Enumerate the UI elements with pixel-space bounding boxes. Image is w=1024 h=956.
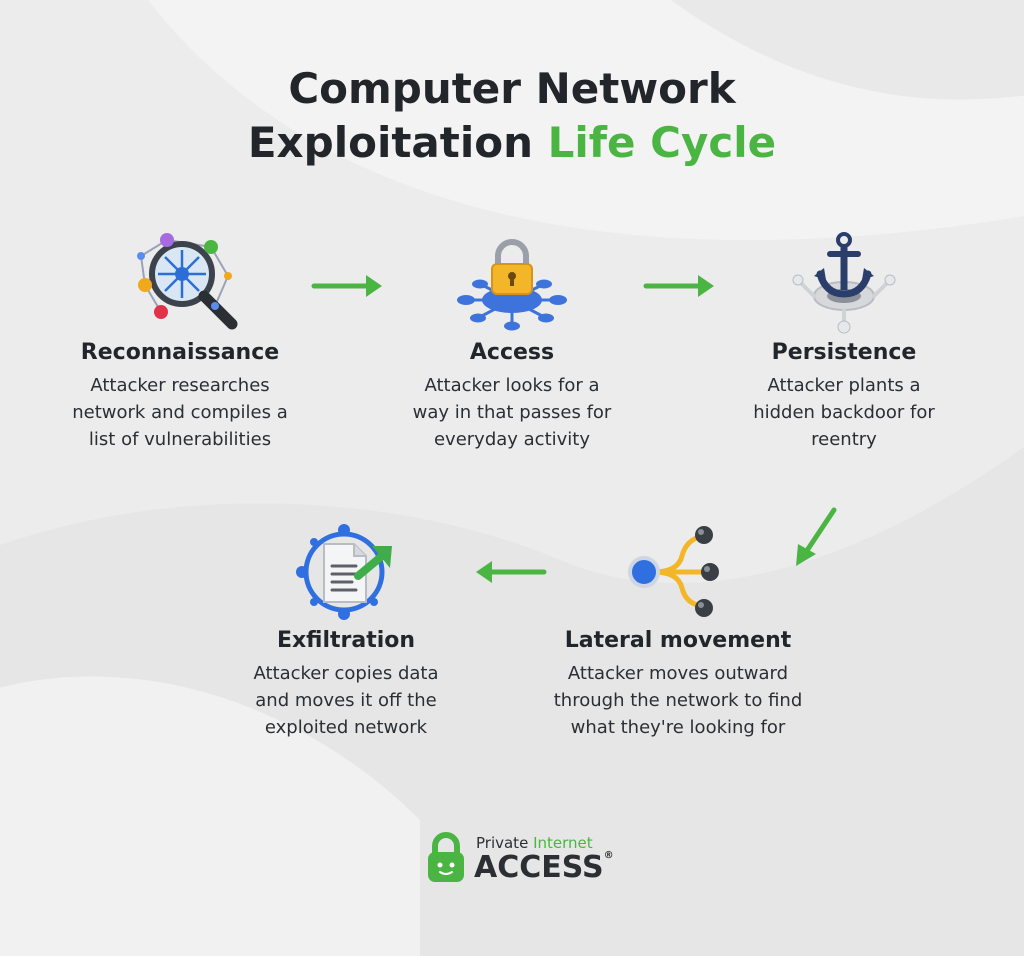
step-persistence: Persistence Attacker plants a hidden bac…	[694, 228, 994, 453]
step-title: Exfiltration	[276, 628, 416, 653]
logo-big-text: ACCESS®	[474, 850, 614, 885]
arrow-right-icon	[311, 275, 382, 297]
anchor-icon	[792, 232, 896, 334]
step-description: Attacker researches network and compiles…	[72, 375, 288, 450]
step-description: Attacker looks for a way in that passes …	[412, 375, 612, 450]
magnifier-network-icon	[137, 233, 238, 330]
logo-small-text: Private Internet	[476, 834, 593, 852]
step-description: Attacker moves outward through the netwo…	[553, 663, 803, 738]
arrow-right-icon	[643, 275, 714, 297]
step-title: Reconnaissance	[80, 340, 280, 365]
title-line-2-start: Exploitation	[247, 118, 533, 167]
title-accent: Life Cycle	[547, 118, 777, 167]
arrow-down-left-icon	[796, 507, 837, 566]
brand-logo: Private Internet ACCESS®	[426, 830, 626, 890]
page-title: Computer Network Exploitation Life Cycle	[0, 62, 1024, 170]
padlock-logo-icon	[428, 832, 464, 882]
step-title: Persistence	[771, 340, 917, 365]
step-description: Attacker plants a hidden backdoor for re…	[753, 375, 935, 450]
branching-nodes-icon	[628, 526, 719, 617]
step-access: Access Attacker looks for a way in that …	[362, 228, 662, 453]
arrow-left-icon	[476, 561, 547, 583]
step-description: Attacker copies data and moves it off th…	[253, 663, 439, 738]
step-title: Lateral movement	[564, 628, 792, 653]
document-export-icon	[296, 524, 392, 620]
step-title: Access	[469, 340, 555, 365]
step-reconnaissance: Reconnaissance Attacker researches netwo…	[30, 228, 330, 453]
step-exfiltration: Exfiltration Attacker copies data and mo…	[196, 516, 496, 741]
padlock-network-icon	[457, 239, 567, 331]
title-line-2: Exploitation Life Cycle	[0, 116, 1024, 170]
step-lateral-movement: Lateral movement Attacker moves outward …	[528, 516, 828, 741]
title-line-1: Computer Network	[288, 64, 736, 113]
